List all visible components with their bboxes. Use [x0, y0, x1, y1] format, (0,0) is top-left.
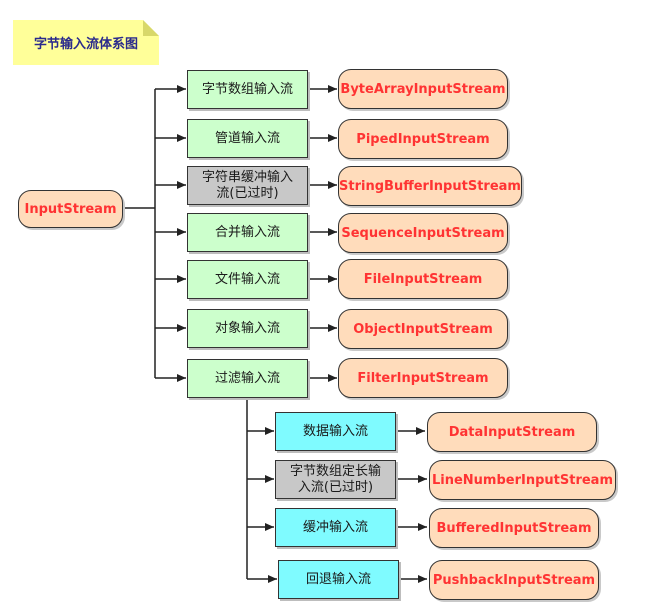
category-label: 合并输入流: [214, 224, 280, 240]
class-label: ByteArrayInputStream: [340, 81, 506, 97]
diagram-title-note: 字节输入流体系图: [13, 20, 159, 65]
subcategory-linenumber-deprecated: 字节数组定长输入流(已过时): [275, 460, 396, 499]
category-label: 过滤输入流: [214, 370, 280, 386]
class-label: ObjectInputStream: [353, 321, 493, 337]
class-stringbufferinputstream: StringBufferInputStream: [338, 166, 522, 206]
category-label: 字节数组输入流: [201, 81, 293, 97]
subcategory-label: 字节数组定长输入流(已过时): [289, 463, 381, 495]
class-label: FileInputStream: [363, 271, 483, 287]
category-filter: 过滤输入流: [187, 359, 308, 398]
root-node-label: InputStream: [24, 201, 117, 217]
class-bufferedinputstream: BufferedInputStream: [429, 508, 599, 548]
root-node-inputstream: InputStream: [18, 190, 123, 228]
subcategory-label: 数据输入流: [302, 423, 368, 439]
category-bytearray: 字节数组输入流: [187, 70, 308, 109]
category-stringbuffer-deprecated: 字符串缓冲输入流(已过时): [187, 166, 308, 205]
subcategory-label: 缓冲输入流: [302, 519, 368, 535]
category-sequence: 合并输入流: [187, 213, 308, 252]
class-label: BufferedInputStream: [436, 520, 592, 536]
class-datainputstream: DataInputStream: [427, 412, 597, 452]
class-fileinputstream: FileInputStream: [338, 259, 508, 299]
class-filterinputstream: FilterInputStream: [338, 358, 508, 398]
class-linenumberinputstream: LineNumberInputStream: [429, 460, 616, 500]
class-bytearrayinputstream: ByteArrayInputStream: [338, 69, 508, 109]
class-label: PipedInputStream: [356, 131, 490, 147]
class-label: DataInputStream: [448, 424, 576, 440]
class-label: StringBufferInputStream: [339, 178, 521, 194]
category-label: 管道输入流: [214, 130, 280, 146]
subcategory-label: 回退输入流: [305, 571, 371, 587]
class-label: FilterInputStream: [357, 370, 489, 386]
category-label: 文件输入流: [214, 271, 280, 287]
subcategory-pushback: 回退输入流: [278, 560, 399, 599]
class-sequenceinputstream: SequenceInputStream: [338, 213, 508, 253]
class-pipedinputstream: PipedInputStream: [338, 119, 508, 159]
subcategory-data: 数据输入流: [275, 412, 396, 451]
category-piped: 管道输入流: [187, 119, 308, 158]
class-label: LineNumberInputStream: [431, 472, 614, 488]
category-label: 对象输入流: [214, 320, 280, 336]
subcategory-buffered: 缓冲输入流: [275, 508, 396, 547]
diagram-title: 字节输入流体系图: [33, 37, 138, 52]
class-label: SequenceInputStream: [341, 225, 505, 241]
class-pushbackinputstream: PushbackInputStream: [429, 560, 599, 600]
category-file: 文件输入流: [187, 260, 308, 299]
class-label: PushbackInputStream: [432, 572, 596, 588]
category-label: 字符串缓冲输入流(已过时): [201, 169, 293, 201]
class-objectinputstream: ObjectInputStream: [338, 309, 508, 349]
category-object: 对象输入流: [187, 309, 308, 348]
